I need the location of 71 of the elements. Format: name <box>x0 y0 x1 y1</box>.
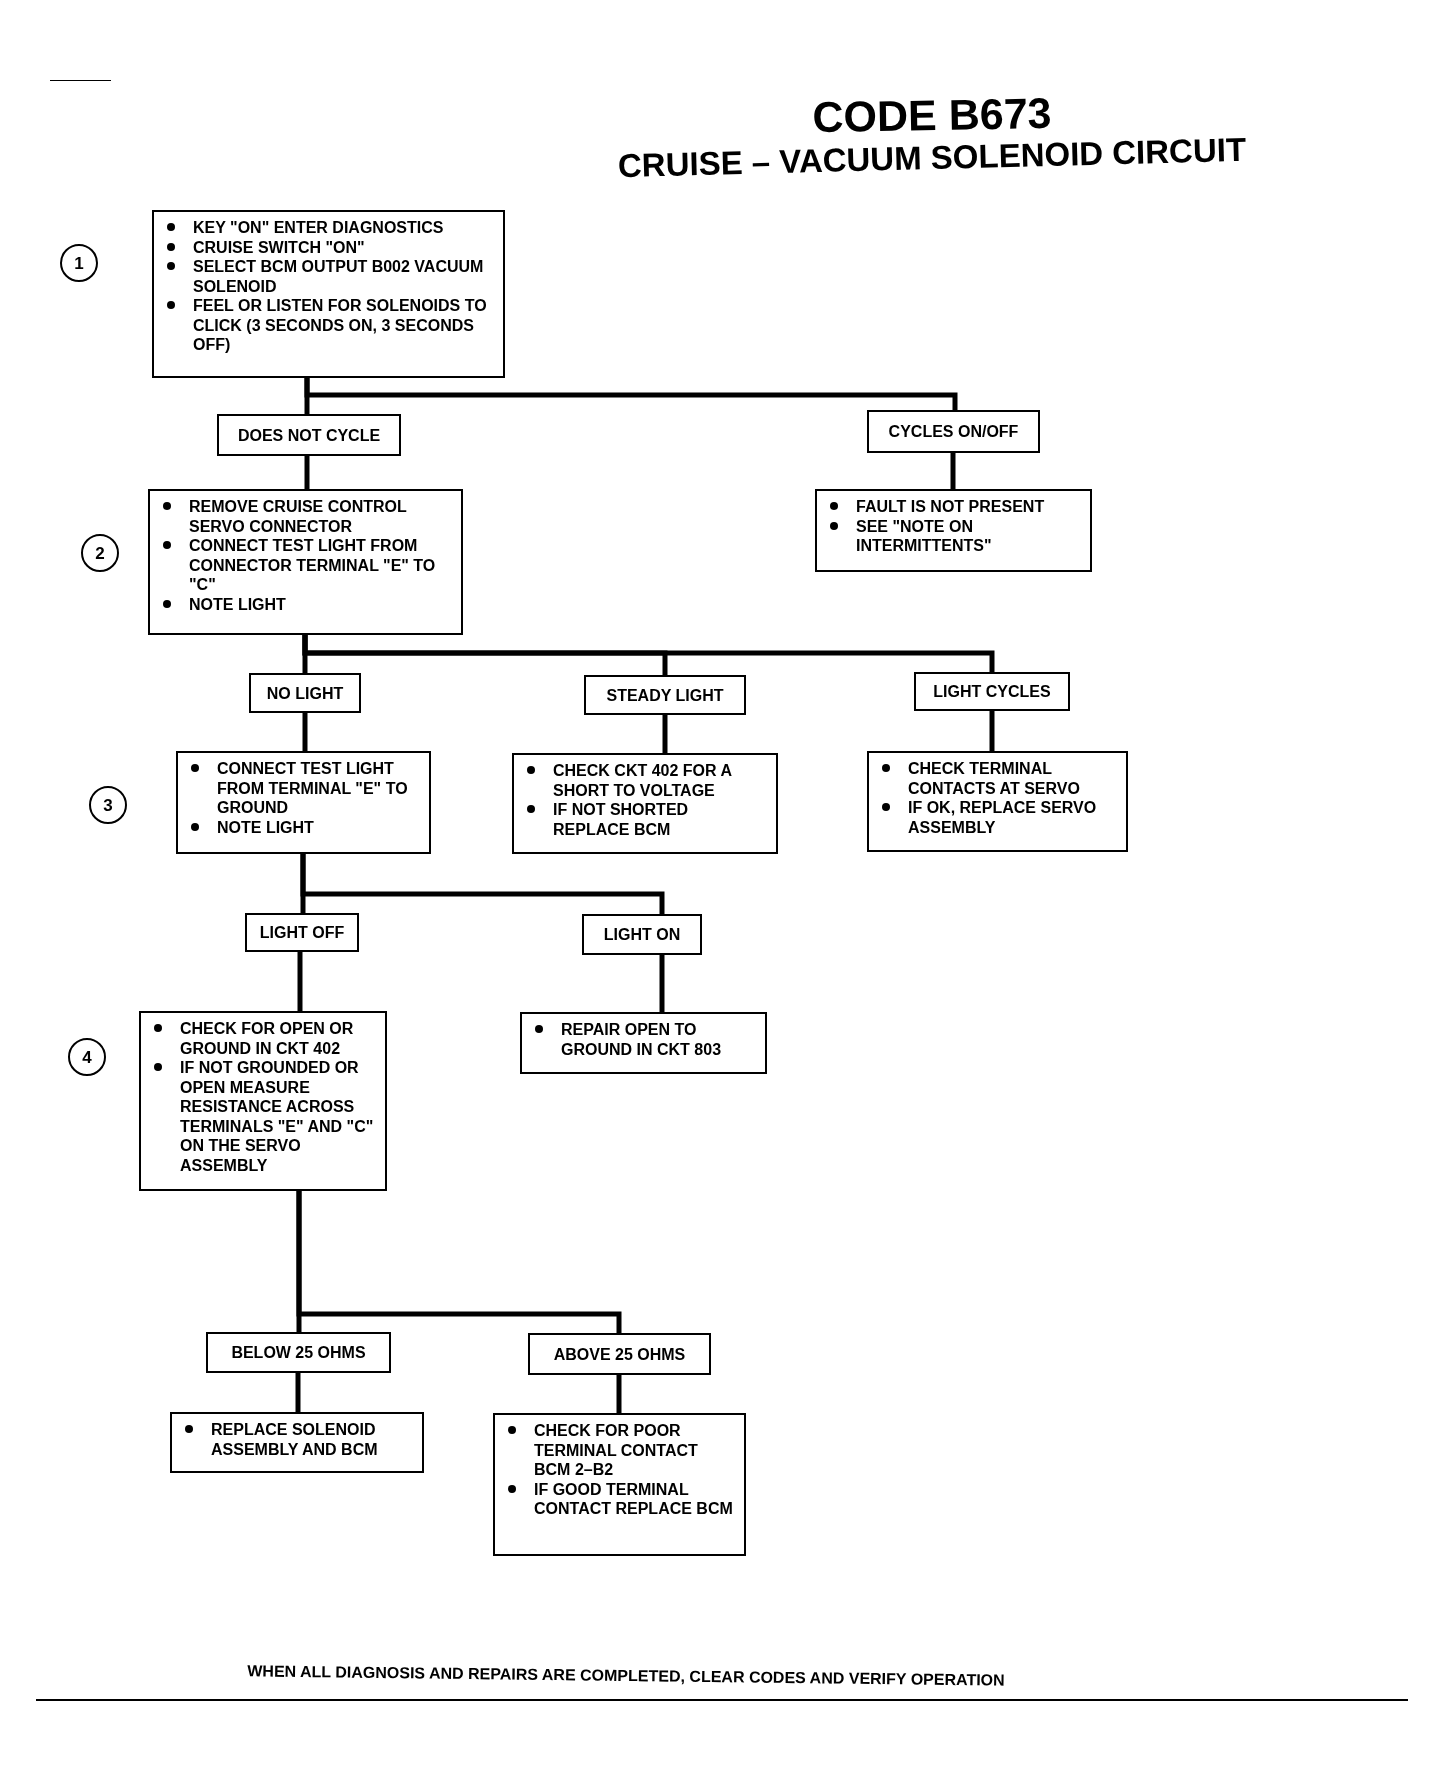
instruction-text: CHECK CKT 402 FOR A SHORT TO VOLTAGE <box>553 761 733 800</box>
instruction-text: REPLACE SOLENOID ASSEMBLY AND BCM <box>211 1420 379 1459</box>
process-box <box>152 210 505 378</box>
instruction-text: FEEL OR LISTEN FOR SOLENOIDS TO CLICK (3 SECONDS ON, 3 SECONDS OFF) <box>193 296 488 355</box>
outcome-box <box>582 914 702 955</box>
outcome-box <box>206 1332 391 1373</box>
instruction-text: IF GOOD TERMINAL CONTACT REPLACE BCM <box>534 1479 734 1519</box>
outcome-box <box>914 672 1070 711</box>
step-number: 2 <box>95 544 105 562</box>
connector-line <box>297 952 303 1011</box>
outcome-label: STEADY LIGHT <box>606 685 724 705</box>
outcome-label: CYCLES ON/OFF <box>888 422 1019 441</box>
step-number: 3 <box>103 796 113 814</box>
outcome-box <box>249 673 361 713</box>
connector-line <box>304 378 958 410</box>
process-box <box>815 489 1092 572</box>
instruction-text: REPAIR OPEN TO GROUND IN CKT 803 <box>561 1020 723 1059</box>
connector-line <box>616 1375 622 1413</box>
instruction-text: CONNECT TEST LIGHT FROM CONNECTOR TERMINAL "E" TO "C" <box>189 536 437 595</box>
connector-line <box>659 955 665 1012</box>
instruction-text: NOTE LIGHT <box>217 817 315 837</box>
connector-line <box>296 1191 622 1333</box>
outcome-label: ABOVE 25 OHMS <box>553 1344 686 1364</box>
outcome-box <box>584 675 746 715</box>
step-number-circle <box>89 786 127 824</box>
footer-note: WHEN ALL DIAGNOSIS AND REPAIRS ARE COMPLETED, CLEAR CODES AND VERIFY OPERATION <box>247 1661 1005 1690</box>
process-box <box>176 751 431 854</box>
instruction-text: CONNECT TEST LIGHT FROM TERMINAL "E" TO GROUND <box>217 759 409 818</box>
instruction-text: CHECK FOR OPEN OR GROUND IN CKT 402 <box>180 1019 355 1058</box>
instruction-text: SEE "NOTE ON INTERMITTENTS" <box>856 516 993 556</box>
connector-line <box>662 715 668 753</box>
step-number-circle <box>60 244 98 282</box>
instruction-text: CHECK FOR POOR TERMINAL CONTACT BCM 2–B2 <box>534 1421 699 1480</box>
process-box <box>520 1012 767 1074</box>
outcome-label: LIGHT ON <box>603 925 681 944</box>
outcome-box <box>217 414 401 456</box>
process-box <box>493 1413 746 1556</box>
step-number: 1 <box>74 254 84 272</box>
connector-line <box>304 456 310 489</box>
connector-line <box>302 713 308 751</box>
process-box <box>170 1412 424 1473</box>
connector-line <box>295 1373 301 1412</box>
instruction-text: IF NOT SHORTED REPLACE BCM <box>553 800 690 839</box>
outcome-label: BELOW 25 OHMS <box>231 1343 366 1362</box>
outcome-label: NO LIGHT <box>266 683 344 703</box>
connector-line <box>302 635 995 672</box>
instruction-text: REMOVE CRUISE CONTROL SERVO CONNECTOR <box>189 497 408 536</box>
instruction-text: CHECK TERMINAL CONTACTS AT SERVO <box>908 759 1081 798</box>
instruction-text: NOTE LIGHT <box>189 594 287 614</box>
step-number-circle <box>81 534 119 572</box>
outcome-label: LIGHT OFF <box>259 923 345 942</box>
instruction-text: CRUISE SWITCH "ON" <box>193 237 366 257</box>
process-box <box>148 489 463 635</box>
connector-line <box>950 453 956 489</box>
connector-line <box>989 711 995 751</box>
instruction-text: SELECT BCM OUTPUT B002 VACUUM SOLENOID <box>193 257 485 296</box>
instruction-text: KEY "ON" ENTER DIAGNOSTICS <box>193 218 445 238</box>
process-box <box>512 753 778 854</box>
step-number: 4 <box>82 1048 92 1066</box>
outcome-box <box>528 1333 711 1375</box>
connector-line <box>300 854 665 914</box>
outcome-label: DOES NOT CYCLE <box>237 425 381 445</box>
instruction-text: FAULT IS NOT PRESENT <box>856 497 1046 517</box>
outcome-label: LIGHT CYCLES <box>933 682 1051 701</box>
instruction-text: IF OK, REPLACE SERVO ASSEMBLY <box>908 798 1098 837</box>
outcome-box <box>867 410 1040 453</box>
instruction-text: IF NOT GROUNDED OR OPEN MEASURE RESISTANCE ACROSS TERMINALS "E" AND "C" ON THE SERVO ASSEMBLY <box>180 1058 375 1175</box>
outcome-box <box>245 913 359 952</box>
process-box <box>867 751 1128 852</box>
step-number-circle <box>68 1038 106 1076</box>
process-box <box>139 1011 387 1191</box>
